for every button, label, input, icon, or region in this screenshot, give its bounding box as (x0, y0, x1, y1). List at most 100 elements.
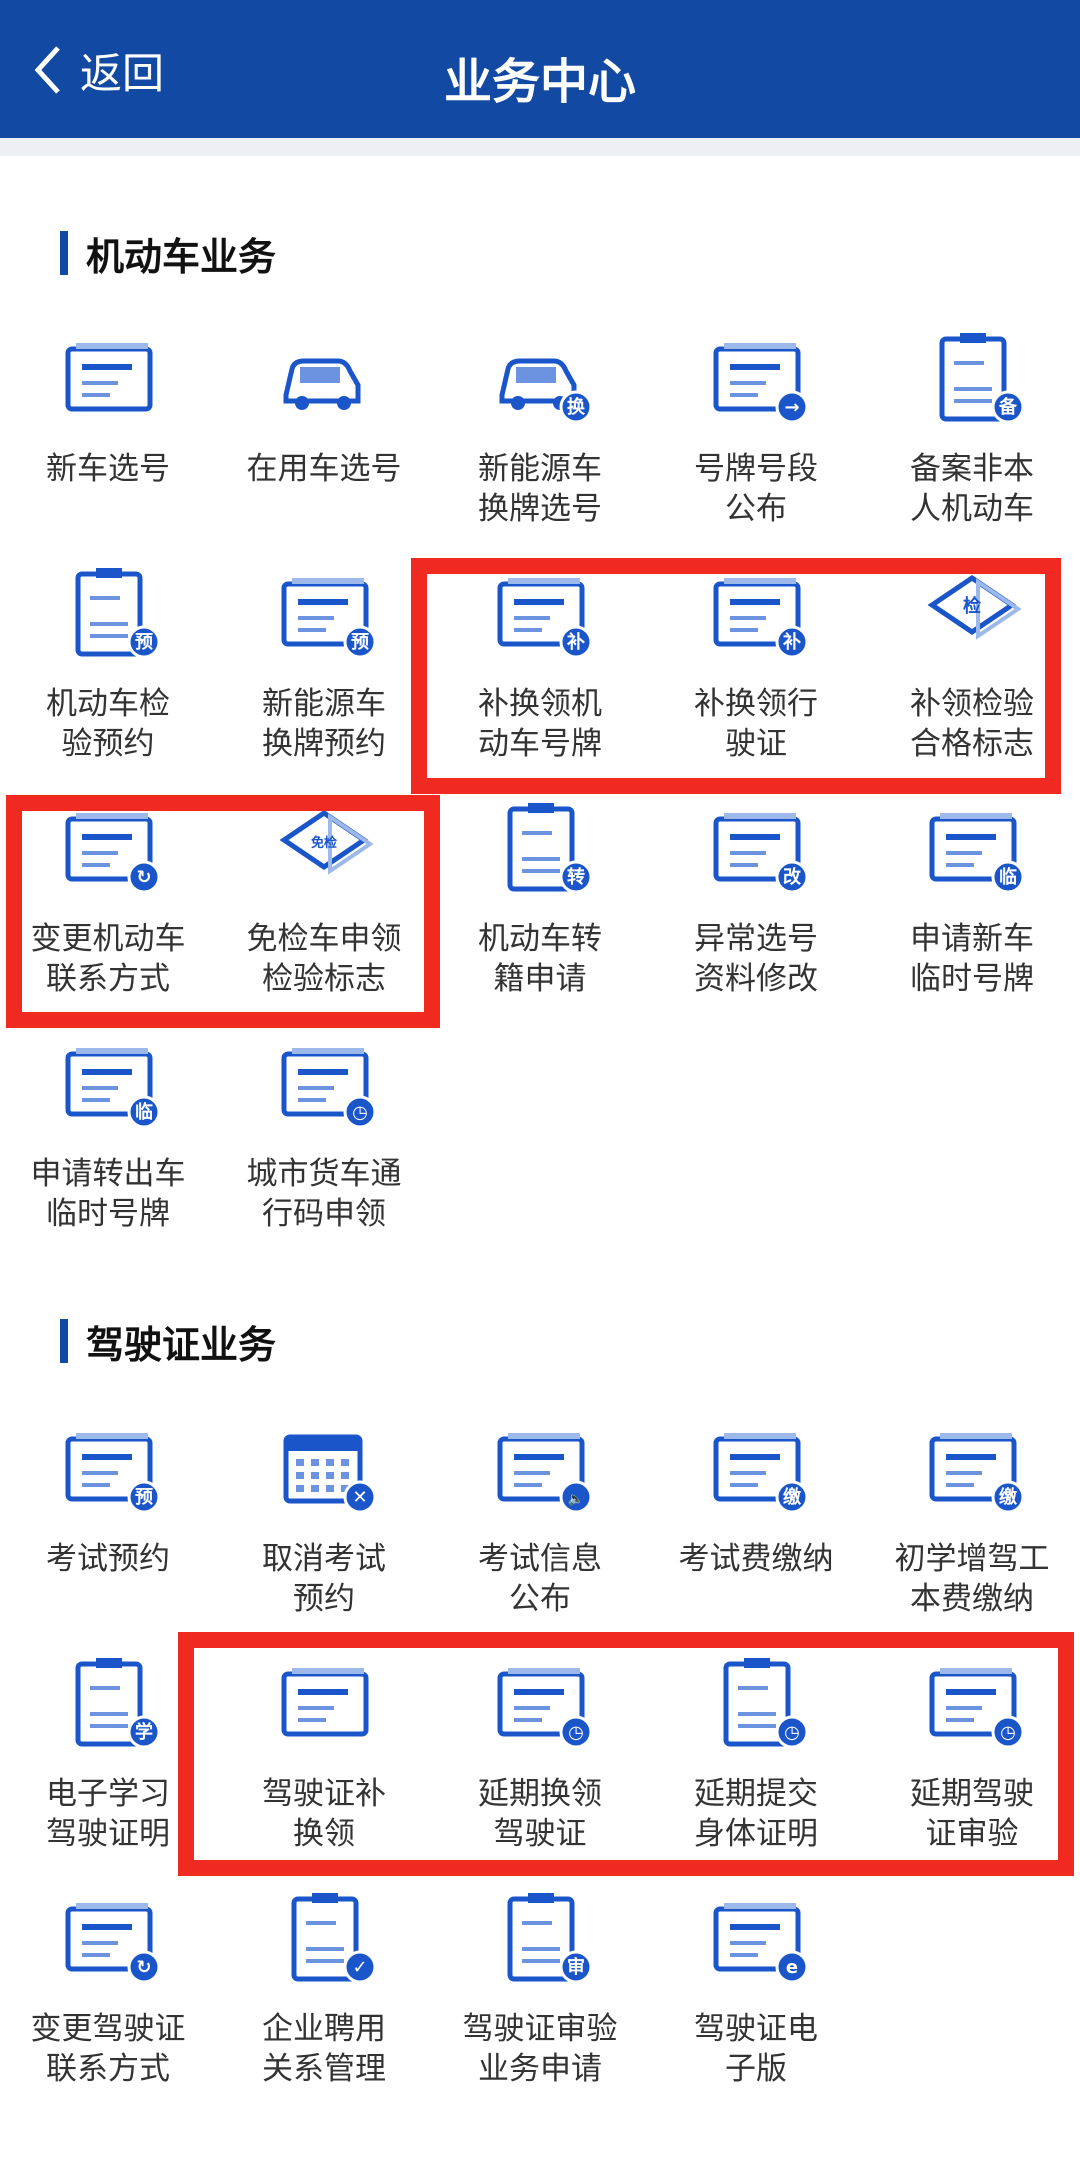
id-card-icon: ◷ (929, 1668, 1025, 1749)
service-label: 驾驶证补 换领 (262, 1776, 386, 1852)
service-label: 异常选号 资料修改 (694, 921, 818, 997)
vehicle-services-grid: 新车选号在用车选号换新能源车 换牌选号→号牌号段 公布备备案非本 人机动车预机动… (0, 325, 1080, 1265)
service-item[interactable]: 补补换领行 驶证 (648, 560, 864, 795)
service-item[interactable]: 驾驶证补 换领 (216, 1650, 432, 1885)
service-item[interactable]: ✓企业聘用 关系管理 (216, 1885, 432, 2120)
service-item[interactable]: 预考试预约 (0, 1415, 216, 1650)
service-item[interactable]: 学电子学习 驾驶证明 (0, 1650, 216, 1885)
ev-car-icon: 换 (499, 358, 593, 424)
svg-text:缴: 缴 (783, 1486, 802, 1508)
inspection-mark-icon: 免检 (279, 809, 374, 875)
card-icon: 缴 (713, 1433, 809, 1514)
service-item[interactable]: 缴考试费缴纳 (648, 1415, 864, 1650)
service-item[interactable]: ↻ 变更驾驶证 联系方式 (0, 1885, 216, 2120)
service-label: 驾驶证审验 业务申请 (462, 2011, 618, 2087)
health-doc-icon: ◷ (723, 1658, 809, 1749)
page-title: 业务中心 (443, 54, 636, 110)
service-label: 申请新车 临时号牌 (910, 921, 1034, 997)
svg-text:🔈: 🔈 (568, 1492, 584, 1507)
service-label: 变更机动车 联系方式 (30, 921, 186, 997)
svg-text:预: 预 (135, 632, 153, 653)
service-item[interactable]: 临申请新车 临时号牌 (864, 795, 1080, 1030)
service-item[interactable]: 换新能源车 换牌选号 (432, 325, 648, 560)
service-item[interactable]: 缴初学增驾工 本费缴纳 (864, 1415, 1080, 1650)
service-item[interactable]: ✕取消考试 预约 (216, 1415, 432, 1650)
service-item[interactable]: 临申请转出车 临时号牌 (0, 1030, 216, 1265)
service-item[interactable]: 备备案非本 人机动车 (864, 325, 1080, 560)
service-label: 补领检验 合格标志 (910, 686, 1034, 762)
section-title-vehicle: 机动车业务 (60, 230, 276, 279)
service-item[interactable]: 免检免检车申领 检验标志 (216, 795, 432, 1030)
card-icon: 预 (65, 1433, 161, 1514)
service-item[interactable]: ◷ 延期换领 驾驶证 (432, 1650, 648, 1885)
service-item[interactable]: 预新能源车 换牌预约 (216, 560, 432, 795)
inspection-mark-icon: 检 (927, 574, 1022, 640)
section-marker (60, 231, 68, 275)
chevron-left-icon (34, 46, 60, 94)
id-card-icon (281, 1668, 369, 1737)
service-item[interactable]: ◷城市货车通 行码申领 (216, 1030, 432, 1265)
section-title-text: 驾驶证业务 (86, 1322, 277, 1367)
service-label: 电子学习 驾驶证明 (46, 1776, 170, 1852)
card-icon: 临 (929, 813, 1025, 894)
service-label: 申请转出车 临时号牌 (30, 1156, 186, 1232)
truck-pass-icon: ◷ (281, 1048, 377, 1129)
section-title-text: 机动车业务 (86, 234, 277, 279)
learning-doc-icon: 学 (75, 1658, 161, 1749)
service-label: 驾驶证电 子版 (694, 2011, 818, 2087)
svg-text:备: 备 (998, 396, 1018, 418)
service-label: 考试信息 公布 (478, 1541, 602, 1617)
service-label: 延期驾驶 证审验 (910, 1776, 1034, 1852)
svg-text:换: 换 (567, 396, 586, 418)
section-marker (60, 1319, 68, 1363)
service-label: 变更驾驶证 联系方式 (30, 2011, 186, 2087)
svg-text:预: 预 (135, 1487, 153, 1508)
svg-text:补: 补 (782, 631, 801, 653)
service-label: 初学增驾工 本费缴纳 (894, 1541, 1050, 1617)
plate-select-icon (65, 343, 153, 412)
service-label: 补换领机 动车号牌 (478, 686, 602, 762)
svg-text:预: 预 (351, 632, 369, 653)
service-label: 考试费缴纳 (678, 1541, 834, 1577)
svg-text:缴: 缴 (999, 1486, 1018, 1508)
card-icon: ↻ (65, 813, 161, 894)
back-label: 返回 (80, 48, 165, 98)
svg-text:↻: ↻ (136, 1957, 151, 1978)
service-item[interactable]: 转机动车转 籍申请 (432, 795, 648, 1030)
service-item[interactable]: ◷ 延期提交 身体证明 (648, 1650, 864, 1885)
service-item[interactable]: 在用车选号 (216, 325, 432, 560)
back-button[interactable]: 返回 (30, 40, 164, 100)
service-item[interactable]: 检补领检验 合格标志 (864, 560, 1080, 795)
id-card-icon: ◷ (497, 1668, 593, 1749)
service-label: 机动车检 验预约 (46, 686, 170, 762)
service-item[interactable]: 改异常选号 资料修改 (648, 795, 864, 1030)
svg-text:◷: ◷ (568, 1722, 584, 1743)
divider-band (0, 138, 1080, 156)
svg-text:↻: ↻ (136, 867, 151, 888)
service-label: 延期换领 驾驶证 (478, 1776, 602, 1852)
service-item[interactable]: → 号牌号段 公布 (648, 325, 864, 560)
service-item[interactable]: 预机动车检 验预约 (0, 560, 216, 795)
svg-text:检: 检 (963, 595, 981, 617)
phone-card-icon: ↻ (65, 1903, 161, 1984)
service-item[interactable]: 补补换领机 动车号牌 (432, 560, 648, 795)
calendar-icon: ✕ (283, 1434, 377, 1514)
card-icon: 🔈 (497, 1433, 593, 1514)
service-label: 补换领行 驶证 (694, 686, 818, 762)
service-item[interactable]: ◷ 延期驾驶 证审验 (864, 1650, 1080, 1885)
svg-text:✓: ✓ (352, 1957, 367, 1978)
service-label: 新能源车 换牌选号 (478, 451, 602, 527)
svg-text:改: 改 (783, 866, 802, 888)
svg-text:→: → (784, 397, 799, 418)
service-label: 延期提交 身体证明 (694, 1776, 818, 1852)
inspection-doc-icon: 预 (75, 568, 161, 659)
service-item[interactable]: ↻ 变更机动车 联系方式 (0, 795, 216, 1030)
service-label: 号牌号段 公布 (694, 451, 818, 527)
service-item[interactable]: 审驾驶证审验 业务申请 (432, 1885, 648, 2120)
service-item[interactable]: 🔈 考试信息 公布 (432, 1415, 648, 1650)
signboard-icon: 临 (65, 1048, 161, 1129)
service-item[interactable]: 新车选号 (0, 325, 216, 560)
svg-text:转: 转 (567, 866, 585, 888)
service-label: 免检车申领 检验标志 (246, 921, 402, 997)
